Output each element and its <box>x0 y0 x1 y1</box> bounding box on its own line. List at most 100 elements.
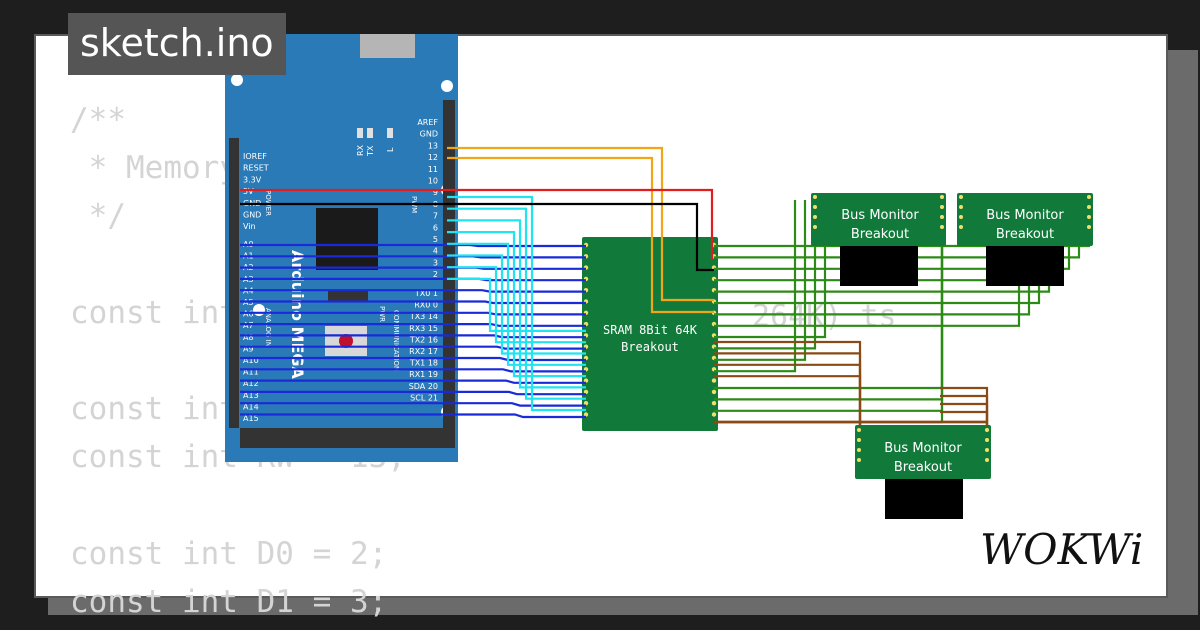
monitor-pin <box>985 438 989 442</box>
control-wire-12 <box>447 156 714 314</box>
monitor-pin <box>857 458 861 462</box>
pin-label: SDA 20 <box>409 382 438 391</box>
pin-label: A6 <box>243 310 254 319</box>
pin-label: 3 <box>433 258 438 267</box>
sram-sublabel: Breakout <box>621 340 679 354</box>
mount-hole <box>231 74 243 86</box>
reset-button-cap[interactable] <box>339 334 353 348</box>
pin-label: TX1 18 <box>409 359 438 368</box>
pin-label: TX3 14 <box>409 312 438 321</box>
data-wire <box>447 195 586 412</box>
pin-label: GND <box>420 130 438 139</box>
sram-pin <box>583 412 589 417</box>
code-line: */ <box>70 198 126 235</box>
bus-monitor-sublabel: Breakout <box>996 227 1054 242</box>
arduino-mega-board[interactable]: RX TX L Arduino MEGA POWER ANALOG IN PWM… <box>225 34 458 462</box>
pin-label: A9 <box>243 344 254 353</box>
pin-label: RX3 15 <box>409 324 438 333</box>
led-label-tx: TX <box>366 145 375 157</box>
bus-wire-green <box>714 200 797 373</box>
power-header <box>229 138 239 238</box>
pin-label: 11 <box>428 165 438 174</box>
monitor-pin <box>813 195 817 199</box>
address-wire <box>240 356 586 362</box>
monitor-pin <box>857 438 861 442</box>
monitor-pin <box>940 225 944 229</box>
pin-label: A8 <box>243 333 254 342</box>
led-label-rx: RX <box>356 144 365 156</box>
pin-label: RX2 17 <box>409 347 438 356</box>
code-line: const int D0 = 2; <box>70 535 388 572</box>
monitor-pin <box>1087 225 1091 229</box>
monitor-pin <box>857 428 861 432</box>
pin-label: A12 <box>243 379 259 388</box>
pin-label: 10 <box>428 177 438 186</box>
bus-monitor-board <box>811 193 946 246</box>
board-pin-labels: IOREFRESET3.3V5VGNDGNDVinA0A1A2A3A4A5A6A… <box>243 118 438 423</box>
mount-hole <box>441 80 453 92</box>
bus-wire-brown <box>940 386 989 430</box>
bus-monitor-pins <box>813 195 1091 462</box>
pin-label: 12 <box>428 153 438 162</box>
pin-label: 13 <box>428 141 438 150</box>
bus-monitor-3[interactable]: Bus Monitor Breakout <box>855 425 991 519</box>
bus-monitor-label: Bus Monitor <box>986 208 1064 223</box>
address-wire <box>240 390 586 396</box>
tx-led <box>367 128 373 138</box>
control-wire-13 <box>447 146 714 302</box>
bus-monitor-1[interactable]: Bus Monitor Breakout <box>811 193 946 286</box>
analog-label: ANALOG IN <box>264 308 272 347</box>
sram-label: SRAM 8Bit 64K <box>603 323 698 337</box>
pin-label: Vin <box>243 222 256 231</box>
bus-monitor-sublabel: Breakout <box>894 460 952 475</box>
l-led <box>387 128 393 138</box>
bus-wire-brown <box>714 340 862 430</box>
bus-monitor-display <box>986 246 1064 286</box>
pin-label: 7 <box>433 212 438 221</box>
ground-wire <box>240 202 714 272</box>
monitor-pin <box>813 205 817 209</box>
monitor-pin <box>959 195 963 199</box>
sram-pin <box>711 389 717 395</box>
monitor-pin <box>1087 215 1091 219</box>
bus-monitor-board <box>855 425 991 479</box>
led-label-l: L <box>386 147 395 152</box>
board-name: Arduino MEGA <box>288 250 307 380</box>
pin-label: A14 <box>243 402 259 411</box>
sram-pin <box>711 412 717 417</box>
sram-pin <box>711 401 717 406</box>
data-wire <box>447 207 586 400</box>
monitor-pin <box>940 195 944 199</box>
pin-label: A15 <box>243 414 259 423</box>
address-wire <box>240 368 586 373</box>
sram-pin <box>583 389 589 395</box>
sram-breakout[interactable]: SRAM 8Bit 64K Breakout <box>582 237 718 431</box>
pin-label: TX0 1 <box>414 289 438 298</box>
monitor-pin <box>813 225 817 229</box>
address-wire <box>240 334 586 339</box>
sketch-title[interactable]: sketch.ino <box>68 13 286 75</box>
pin-label: GND <box>243 211 261 220</box>
data-wire <box>447 266 586 344</box>
analog-header <box>229 238 239 428</box>
sram-board <box>582 237 718 431</box>
bus-wire-green <box>714 200 817 350</box>
code-background: /** * Memory */ const int const int cons… <box>70 96 406 626</box>
address-wire <box>240 266 586 270</box>
address-wire <box>240 402 586 407</box>
code-line: const int D1 = 3; <box>70 584 388 621</box>
monitor-pin <box>1087 195 1091 199</box>
code-line: /** <box>70 102 126 138</box>
sram-pin <box>583 401 589 406</box>
pin-label: RESET <box>243 164 269 173</box>
pin-label: 6 <box>433 223 438 232</box>
data-wire <box>447 231 586 378</box>
data-wire <box>447 242 586 366</box>
monitor-pin <box>959 225 963 229</box>
bus-wire-brown <box>714 363 862 450</box>
bus-monitor-2[interactable]: Bus Monitor Breakout <box>957 193 1093 286</box>
monitor-pin <box>985 448 989 452</box>
pin-label: 5V <box>243 187 254 196</box>
address-wire <box>240 289 586 293</box>
